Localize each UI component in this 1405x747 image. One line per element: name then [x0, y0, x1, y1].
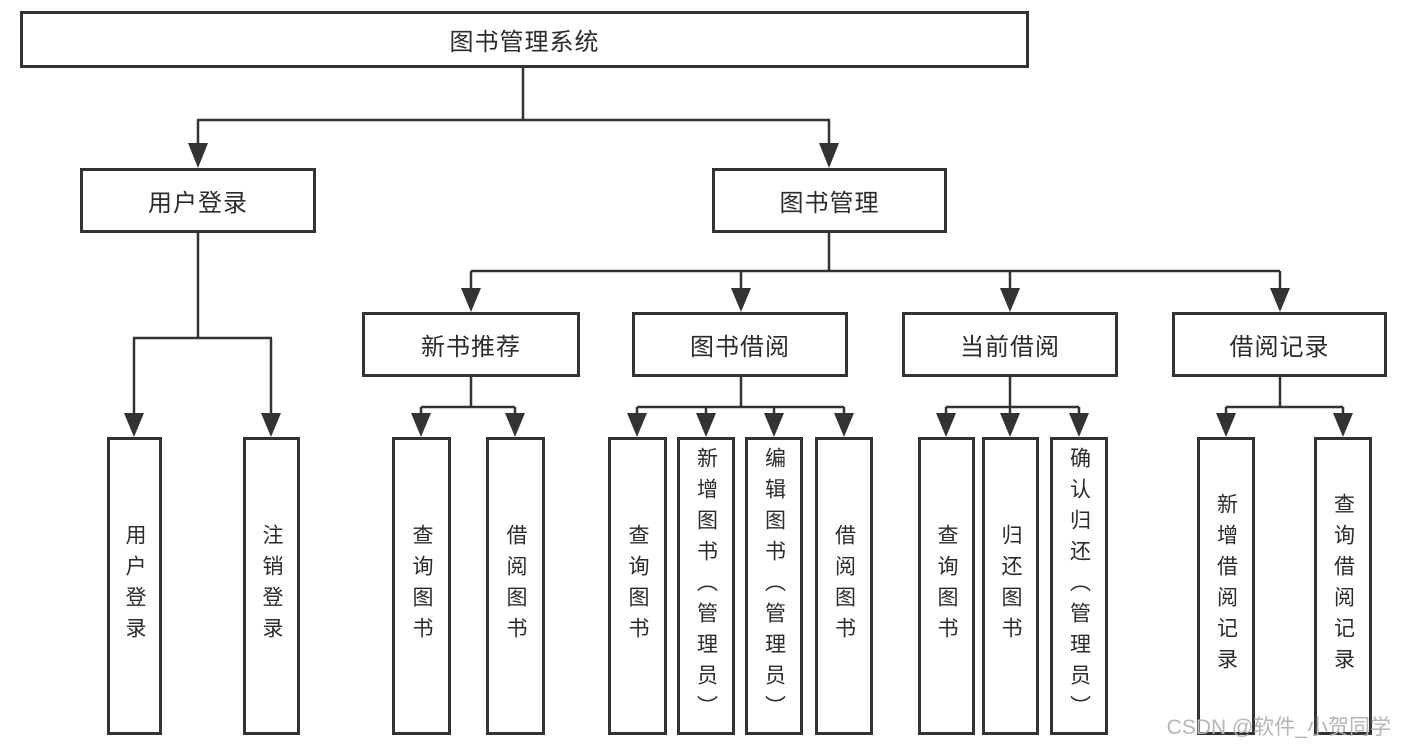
leaf-current-confirm-return-admin-label: 确认归还（管理员）: [1067, 446, 1091, 726]
arrow-down-icon: [261, 413, 281, 437]
arrow-down-icon: [124, 413, 144, 437]
leaf-logout: 注销登录: [243, 437, 300, 735]
leaf-current-confirm-return-admin: 确认归还（管理员）: [1050, 437, 1108, 735]
arrow-down-icon: [936, 413, 956, 437]
leaf-borrow-edit-books-admin-label: 编辑图书（管理员）: [762, 446, 786, 726]
arrow-down-icon: [731, 288, 751, 312]
arrow-down-icon: [696, 413, 716, 437]
arrow-down-icon: [819, 143, 839, 168]
leaf-records-add-record: 新增借阅记录: [1197, 437, 1255, 735]
arrow-down-icon: [764, 413, 784, 437]
leaf-records-query-record: 查询借阅记录: [1314, 437, 1372, 735]
leaf-newrec-borrow-books: 借阅图书: [486, 437, 545, 735]
leaf-user-login-label: 用户登录: [123, 524, 146, 648]
leaf-borrow-borrow-books: 借阅图书: [815, 437, 873, 735]
leaf-current-return-books-label: 归还图书: [999, 524, 1022, 648]
arrow-down-icon: [505, 413, 525, 437]
leaf-logout-label: 注销登录: [260, 524, 283, 648]
arrow-down-icon: [1333, 413, 1353, 437]
leaf-user-login: 用户登录: [107, 437, 162, 735]
leaf-newrec-query-books-label: 查询图书: [410, 524, 433, 648]
leaf-newrec-query-books: 查询图书: [392, 437, 451, 735]
arrow-down-icon: [1216, 413, 1236, 437]
node-book-borrow: 图书借阅: [632, 312, 848, 377]
node-root: 图书管理系统: [20, 11, 1029, 68]
arrow-down-icon: [1069, 413, 1089, 437]
node-book-management: 图书管理: [712, 168, 947, 233]
node-book-management-label: 图书管理: [779, 190, 880, 217]
node-user-login-label: 用户登录: [148, 190, 248, 217]
leaf-borrow-query-books: 查询图书: [608, 437, 667, 735]
leaf-current-return-books: 归还图书: [982, 437, 1039, 735]
leaf-records-query-record-label: 查询借阅记录: [1331, 493, 1355, 679]
leaf-newrec-borrow-books-label: 借阅图书: [504, 524, 527, 648]
leaf-borrow-query-books-label: 查询图书: [626, 524, 649, 648]
leaf-current-query-books-label: 查询图书: [935, 524, 958, 648]
leaf-borrow-borrow-books-label: 借阅图书: [832, 524, 856, 648]
node-new-book-recommend: 新书推荐: [362, 312, 580, 377]
arrow-down-icon: [1000, 413, 1020, 437]
leaf-borrow-edit-books-admin: 编辑图书（管理员）: [745, 437, 803, 735]
node-borrow-records-label: 借阅记录: [1229, 334, 1330, 361]
node-current-borrow-label: 当前借阅: [960, 334, 1060, 361]
leaf-borrow-add-books-admin-label: 新增图书（管理员）: [694, 446, 718, 726]
node-borrow-records: 借阅记录: [1172, 312, 1387, 377]
node-current-borrow: 当前借阅: [902, 312, 1118, 377]
arrow-down-icon: [461, 288, 481, 312]
arrow-down-icon: [188, 143, 208, 168]
node-book-borrow-label: 图书借阅: [690, 334, 790, 361]
arrow-down-icon: [627, 413, 647, 437]
arrow-down-icon: [834, 413, 854, 437]
arrow-down-icon: [411, 413, 431, 437]
node-root-label: 图书管理系统: [449, 29, 600, 56]
arrow-down-icon: [1270, 288, 1290, 312]
node-user-login: 用户登录: [80, 168, 316, 233]
leaf-records-add-record-label: 新增借阅记录: [1214, 493, 1238, 679]
arrow-down-icon: [1000, 288, 1020, 312]
watermark: CSDN @软件_小贺同学: [1166, 716, 1391, 739]
leaf-borrow-add-books-admin: 新增图书（管理员）: [677, 437, 735, 735]
node-new-book-recommend-label: 新书推荐: [421, 334, 521, 361]
leaf-current-query-books: 查询图书: [918, 437, 975, 735]
